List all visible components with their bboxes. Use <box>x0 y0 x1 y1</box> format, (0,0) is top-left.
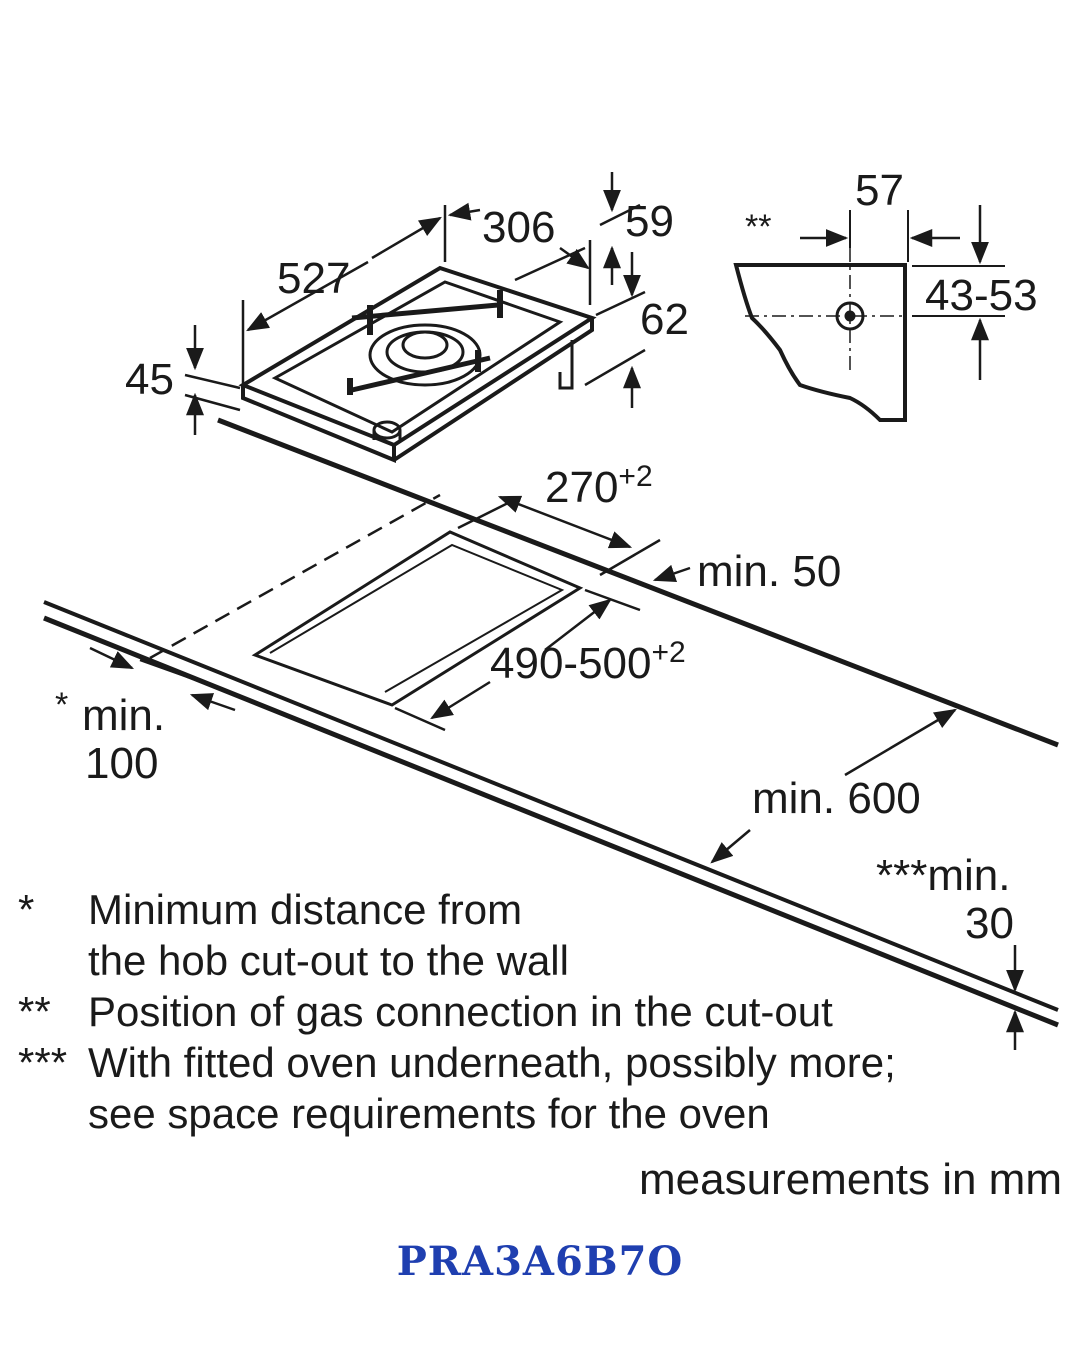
cutout-depth-label: 270+2 <box>545 460 653 512</box>
min-wall-label: min. <box>82 691 165 740</box>
min-wall-value: 100 <box>85 739 158 788</box>
footnote-mark: * <box>18 886 35 933</box>
min-oven-value: 30 <box>965 899 1014 948</box>
depth-label: 306 <box>482 203 555 252</box>
gas-connection-detail <box>733 205 1005 422</box>
height-label: 62 <box>640 295 689 344</box>
worktop-dimension-lines <box>89 495 1024 1050</box>
hob-dimension-lines <box>184 172 646 435</box>
width-label: 527 <box>277 254 350 303</box>
cutout-width-label: 490-500+2 <box>490 636 686 688</box>
min-wall-star: * <box>55 686 68 724</box>
min-oven-label: ***min. <box>876 851 1011 900</box>
gas-offset-label: 57 <box>855 166 904 215</box>
footnote-text: With fitted oven underneath, possibly mo… <box>88 1039 896 1137</box>
thickness-label: 45 <box>125 355 174 404</box>
footnote-mark: ** <box>18 988 51 1035</box>
footnote: *** With fitted oven underneath, possibl… <box>18 1037 1018 1139</box>
gas-height-label: 43-53 <box>925 271 1038 320</box>
top-offset-label: 59 <box>625 197 674 246</box>
hob-drawing <box>238 265 597 463</box>
units-label: measurements in mm <box>638 1155 1062 1204</box>
min-depth-label: min. 600 <box>752 774 921 823</box>
worktop-drawing <box>43 417 1059 1028</box>
footnote: * Minimum distance from the hob cut-out … <box>18 884 1018 986</box>
footnote-text: Minimum distance from the hob cut-out to… <box>88 886 569 984</box>
gas-marker-label: ** <box>745 208 771 246</box>
footnotes: * Minimum distance from the hob cut-out … <box>18 884 1018 1139</box>
footnote-text: Position of gas connection in the cut-ou… <box>88 988 833 1035</box>
min-front-label: min. 50 <box>697 547 841 596</box>
model-number: PRA3A6B7O <box>396 1238 684 1285</box>
footnote-mark: *** <box>18 1039 68 1086</box>
footnote: ** Position of gas connection in the cut… <box>18 986 1018 1037</box>
